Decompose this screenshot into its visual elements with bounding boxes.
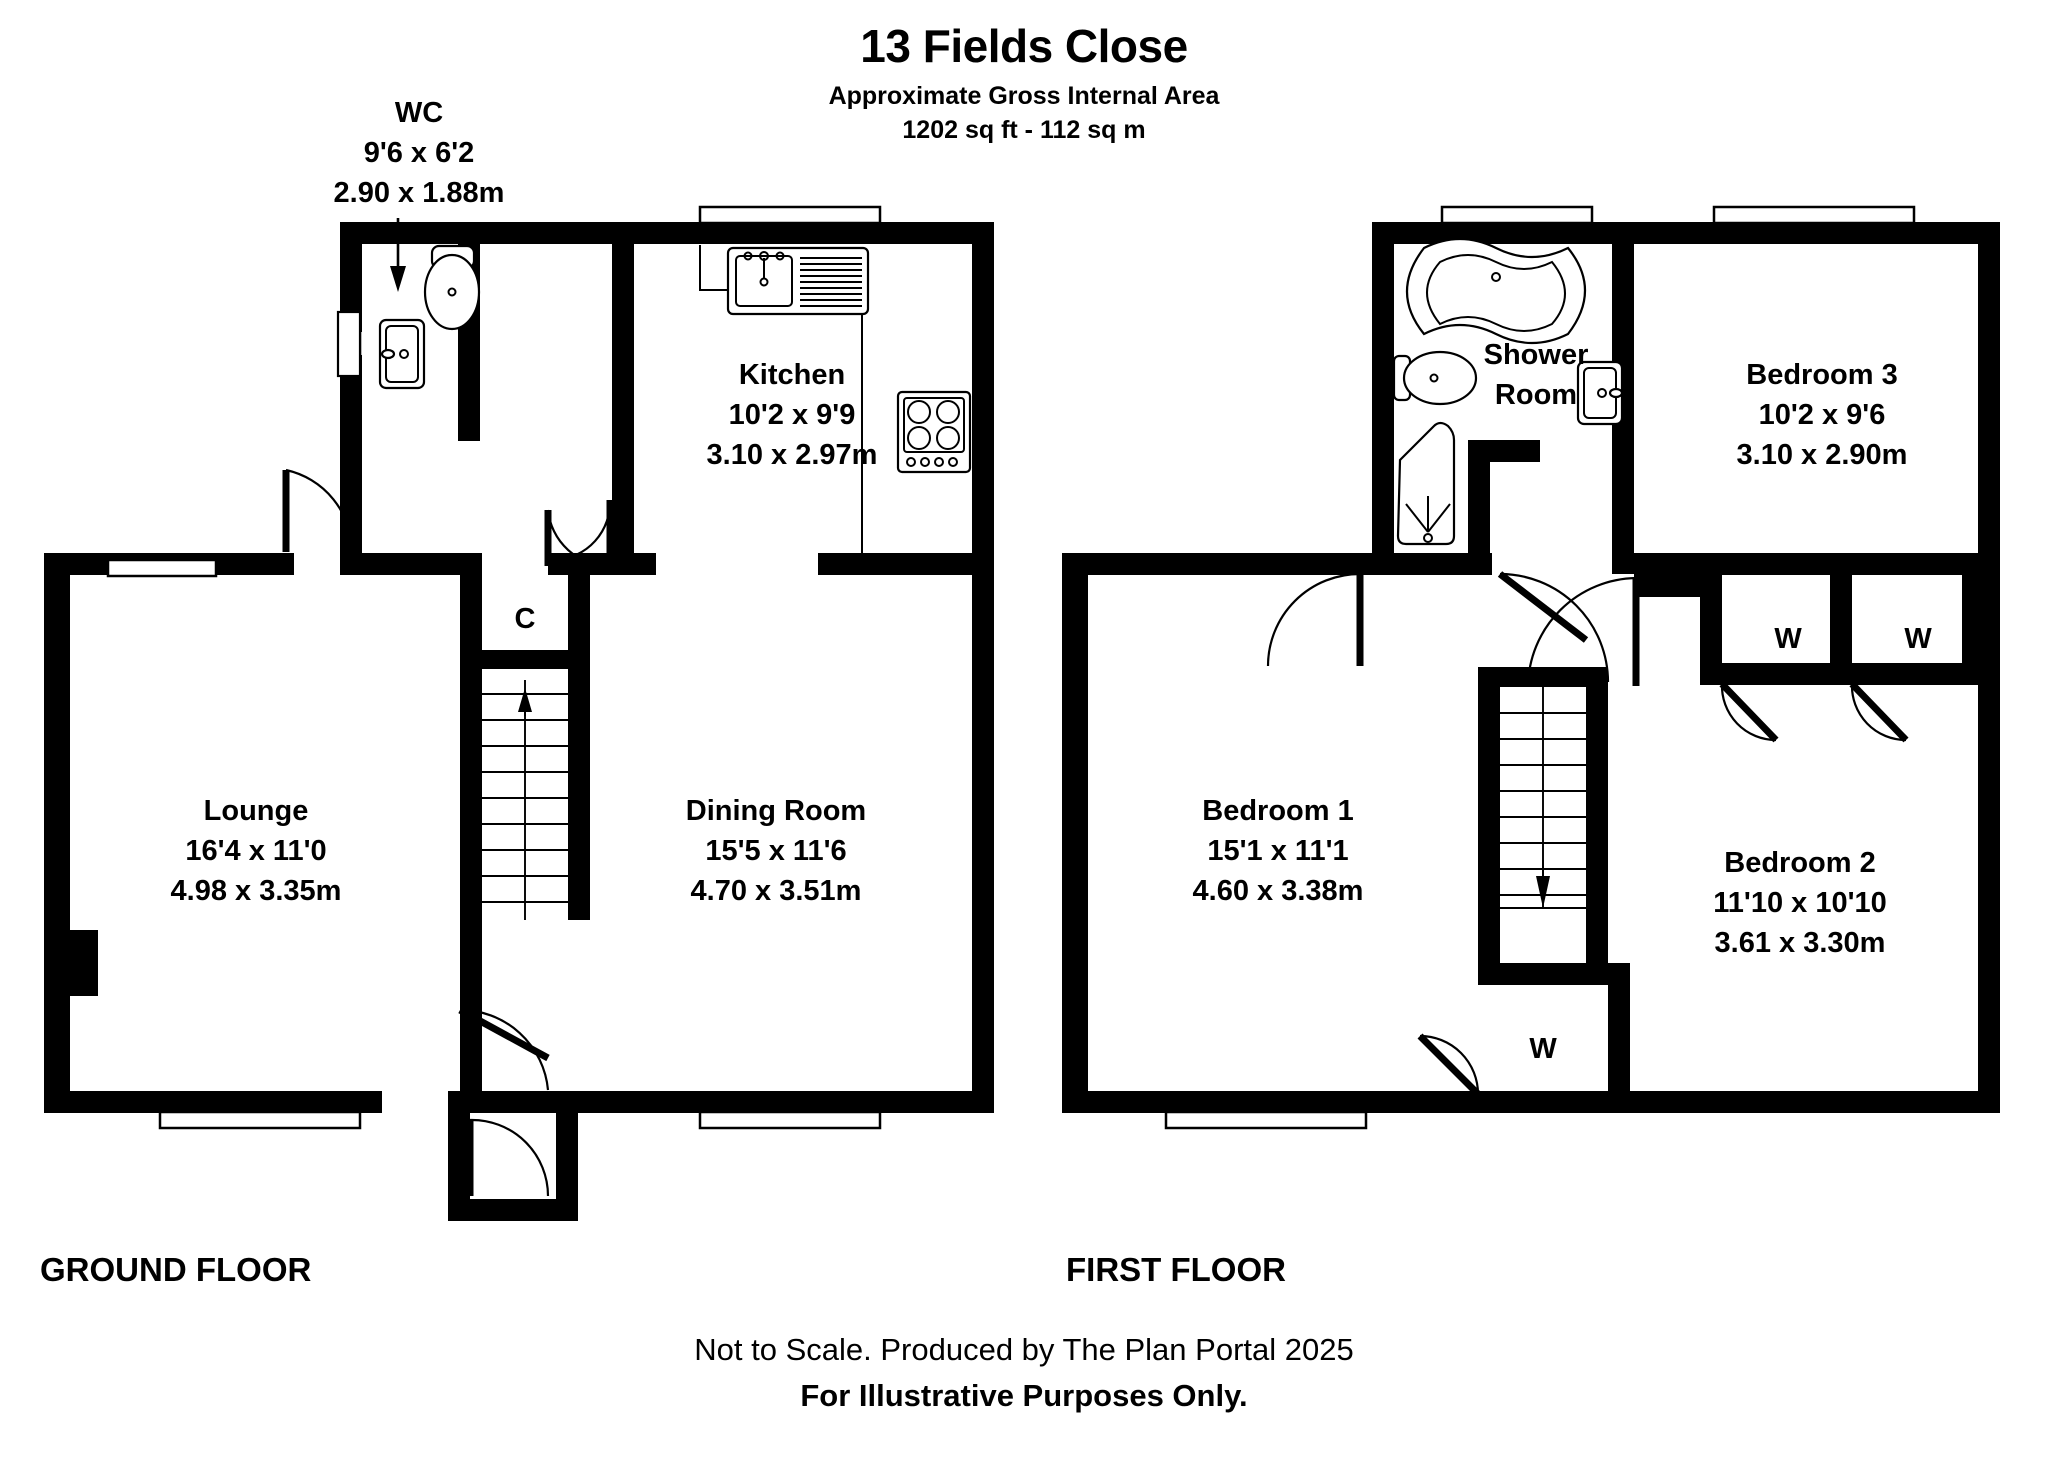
shower-room-name-line1: Shower bbox=[1484, 339, 1589, 371]
bedroom-1-label: Bedroom 1 15'1 x 11'1 4.60 x 3.38m bbox=[1193, 795, 1364, 907]
lounge-label: Lounge 16'4 x 11'0 4.98 x 3.35m bbox=[171, 795, 342, 907]
kitchen-dim-imperial: 10'2 x 9'9 bbox=[729, 399, 856, 431]
stairs-up-arrow bbox=[518, 688, 532, 716]
kitchen-dim-metric: 3.10 x 2.97m bbox=[707, 439, 878, 471]
wc-leader-arrow bbox=[390, 218, 406, 292]
ground-floor-plan: Kitchen 10'2 x 9'9 3.10 x 2.97m Lounge 1… bbox=[44, 97, 994, 1221]
first-floor-doors bbox=[1266, 571, 1909, 1097]
wardrobe-tag-2: W bbox=[1904, 623, 1932, 655]
kitchen-fixtures bbox=[699, 245, 972, 560]
dining-room-name: Dining Room bbox=[686, 795, 866, 827]
bedroom-3-label: Bedroom 3 10'2 x 9'6 3.10 x 2.90m bbox=[1737, 359, 1908, 471]
wc-side-opening bbox=[336, 310, 362, 378]
dining-room-dim-imperial: 15'5 x 11'6 bbox=[705, 835, 846, 867]
dining-room-label: Dining Room 15'5 x 11'6 4.70 x 3.51m bbox=[686, 795, 866, 907]
kitchen-name: Kitchen bbox=[739, 359, 845, 391]
shower-room-label: Shower Room bbox=[1484, 339, 1589, 411]
shower-room-name-line2: Room bbox=[1495, 379, 1577, 411]
ground-floor-stairs[interactable] bbox=[482, 667, 568, 920]
bedroom-2-label: Bedroom 2 11'10 x 10'10 3.61 x 3.30m bbox=[1713, 847, 1886, 959]
shower-room-fixtures bbox=[1392, 238, 1624, 546]
ground-floor-doors bbox=[282, 468, 614, 1197]
wc-dim-metric: 2.90 x 1.88m bbox=[334, 177, 505, 209]
cupboard-tag: C bbox=[515, 603, 536, 635]
wc-name: WC bbox=[395, 97, 443, 129]
bedroom-1-dim-imperial: 15'1 x 11'1 bbox=[1207, 835, 1348, 867]
dining-room-dim-metric: 4.70 x 3.51m bbox=[691, 875, 862, 907]
plan-footer: Not to Scale. Produced by The Plan Porta… bbox=[0, 1330, 2048, 1417]
lounge-name: Lounge bbox=[204, 795, 309, 827]
wc-label: WC 9'6 x 6'2 2.90 x 1.88m bbox=[334, 97, 505, 209]
bedroom-2-dim-metric: 3.61 x 3.30m bbox=[1715, 927, 1886, 959]
footer-disclaimer-illustrative: For Illustrative Purposes Only. bbox=[800, 1378, 1248, 1414]
wardrobe-tag-1: W bbox=[1774, 623, 1802, 655]
bedroom-2-name: Bedroom 2 bbox=[1724, 847, 1875, 879]
first-floor-windows bbox=[1164, 205, 1916, 1130]
ground-floor-caption: GROUND FLOOR bbox=[40, 1251, 312, 1288]
bedroom-2-dim-imperial: 11'10 x 10'10 bbox=[1713, 887, 1886, 919]
first-floor-walls bbox=[1062, 222, 2000, 1113]
bedroom-3-dim-metric: 3.10 x 2.90m bbox=[1737, 439, 1908, 471]
wc-dim-imperial: 9'6 x 6'2 bbox=[364, 137, 475, 169]
lounge-dim-imperial: 16'4 x 11'0 bbox=[185, 835, 326, 867]
first-floor-stairs[interactable] bbox=[1500, 687, 1586, 963]
stairs-down-arrow bbox=[1536, 860, 1550, 908]
bedroom-3-dim-imperial: 10'2 x 9'6 bbox=[1759, 399, 1886, 431]
bedroom-1-name: Bedroom 1 bbox=[1202, 795, 1353, 827]
first-floor-caption: FIRST FLOOR bbox=[1066, 1251, 1286, 1288]
kitchen-label: Kitchen 10'2 x 9'9 3.10 x 2.97m bbox=[707, 359, 878, 471]
ground-floor-walls bbox=[44, 222, 994, 1221]
footer-disclaimer-producer: Not to Scale. Produced by The Plan Porta… bbox=[694, 1332, 1354, 1367]
bedroom-1-dim-metric: 4.60 x 3.38m bbox=[1193, 875, 1364, 907]
wardrobe-tag-3: W bbox=[1529, 1033, 1557, 1065]
wc-fixtures bbox=[378, 244, 481, 390]
lounge-dim-metric: 4.98 x 3.35m bbox=[171, 875, 342, 907]
bedroom-3-name: Bedroom 3 bbox=[1746, 359, 1897, 391]
first-floor-plan: Shower Room Bedroom 3 10'2 x 9'6 3.10 x … bbox=[1062, 205, 2000, 1130]
